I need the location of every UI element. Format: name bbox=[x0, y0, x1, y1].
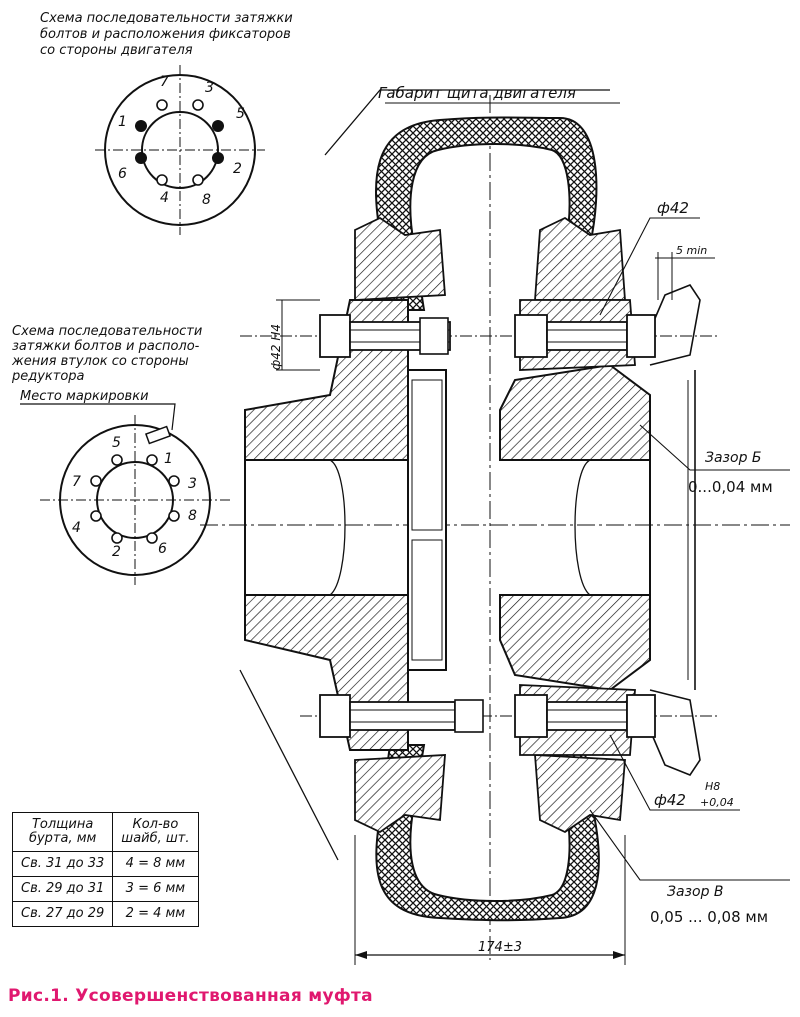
figure-caption: Рис.1. Усовершенствованная муфта bbox=[8, 986, 373, 1006]
gap-v-title: Зазор В bbox=[667, 884, 724, 900]
shield-gabarit-label: Габарит щита двигателя bbox=[378, 84, 576, 102]
fit-tolerance-label: +0,04 bbox=[700, 796, 734, 809]
scheme-engine-label-3: со стороны двигателя bbox=[40, 43, 193, 58]
width-dimension-label: 174±3 bbox=[478, 940, 522, 955]
table-cell: 2 = 4 мм bbox=[112, 901, 199, 927]
scheme-top-num: 8 bbox=[202, 192, 211, 208]
scheme-top-num: 6 bbox=[118, 166, 127, 182]
fit-h8-label: Н8 bbox=[705, 780, 720, 793]
diameter-42-h4-label: ф42 Н4 bbox=[269, 324, 283, 370]
table-header-count: Кол-во шайб, шт. bbox=[112, 812, 199, 852]
scheme-reducer-label-3: жения втулок со стороны bbox=[11, 354, 189, 369]
marking-place-label: Место маркировки bbox=[20, 389, 149, 404]
scheme-bottom-num: 3 bbox=[188, 476, 197, 492]
scheme-bottom-num: 7 bbox=[72, 474, 81, 490]
table-row: Св. 29 до 31 3 = 6 мм bbox=[11, 876, 199, 902]
table-cell: Св. 27 до 29 bbox=[11, 901, 114, 927]
scheme-top-num: 3 bbox=[205, 80, 214, 96]
scheme-top-num: 7 bbox=[160, 74, 169, 90]
scheme-reducer-label-1: Схема последовательности bbox=[12, 324, 202, 339]
diameter-42-bottom-label: ф42 bbox=[654, 791, 686, 809]
table-cell: 4 = 8 мм bbox=[112, 851, 199, 877]
scheme-bottom-num: 1 bbox=[164, 451, 173, 467]
scheme-bottom-num: 2 bbox=[112, 544, 121, 560]
scheme-reducer-label-2: затяжки болтов и располо- bbox=[12, 339, 200, 354]
coupling-section bbox=[200, 89, 790, 965]
scheme-top-num: 5 bbox=[236, 106, 245, 122]
gap-v-value: 0,05 ... 0,08 мм bbox=[650, 908, 768, 926]
table-cell: 3 = 6 мм bbox=[112, 876, 199, 902]
reducer-side-bolt-scheme: 5 1 7 3 4 8 2 6 bbox=[40, 415, 230, 585]
scheme-top-num: 1 bbox=[118, 114, 127, 130]
scheme-bottom-num: 4 bbox=[72, 520, 81, 536]
washer-table: Толщина бурта, мм Кол-во шайб, шт. Св. 3… bbox=[11, 812, 199, 927]
table-row: Св. 31 до 33 4 = 8 мм bbox=[11, 851, 199, 877]
scheme-bottom-num: 8 bbox=[188, 508, 197, 524]
scheme-top-num: 4 bbox=[160, 190, 169, 206]
table-row: Св. 27 до 29 2 = 4 мм bbox=[11, 901, 199, 927]
scheme-engine-label-2: болтов и расположения фиксаторов bbox=[40, 27, 291, 42]
scheme-bottom-num: 6 bbox=[158, 541, 167, 557]
scheme-reducer-label-4: редуктора bbox=[11, 369, 85, 384]
scheme-bottom-num: 5 bbox=[112, 435, 121, 451]
diameter-42-top-label: ф42 bbox=[657, 199, 689, 217]
engine-side-bolt-scheme: 7 3 1 5 6 2 4 8 bbox=[95, 65, 265, 235]
gap-b-value: 0...0,04 мм bbox=[688, 478, 773, 496]
scheme-engine-label-1: Схема последовательности затяжки bbox=[40, 11, 293, 26]
table-cell: Св. 31 до 33 bbox=[11, 851, 114, 877]
table-header-thickness: Толщина бурта, мм bbox=[11, 812, 114, 852]
scheme-top-num: 2 bbox=[233, 161, 242, 177]
gap-b-title: Зазор Б bbox=[705, 450, 762, 466]
table-cell: Св. 29 до 31 bbox=[11, 876, 114, 902]
five-min-label: 5 min bbox=[676, 244, 707, 257]
